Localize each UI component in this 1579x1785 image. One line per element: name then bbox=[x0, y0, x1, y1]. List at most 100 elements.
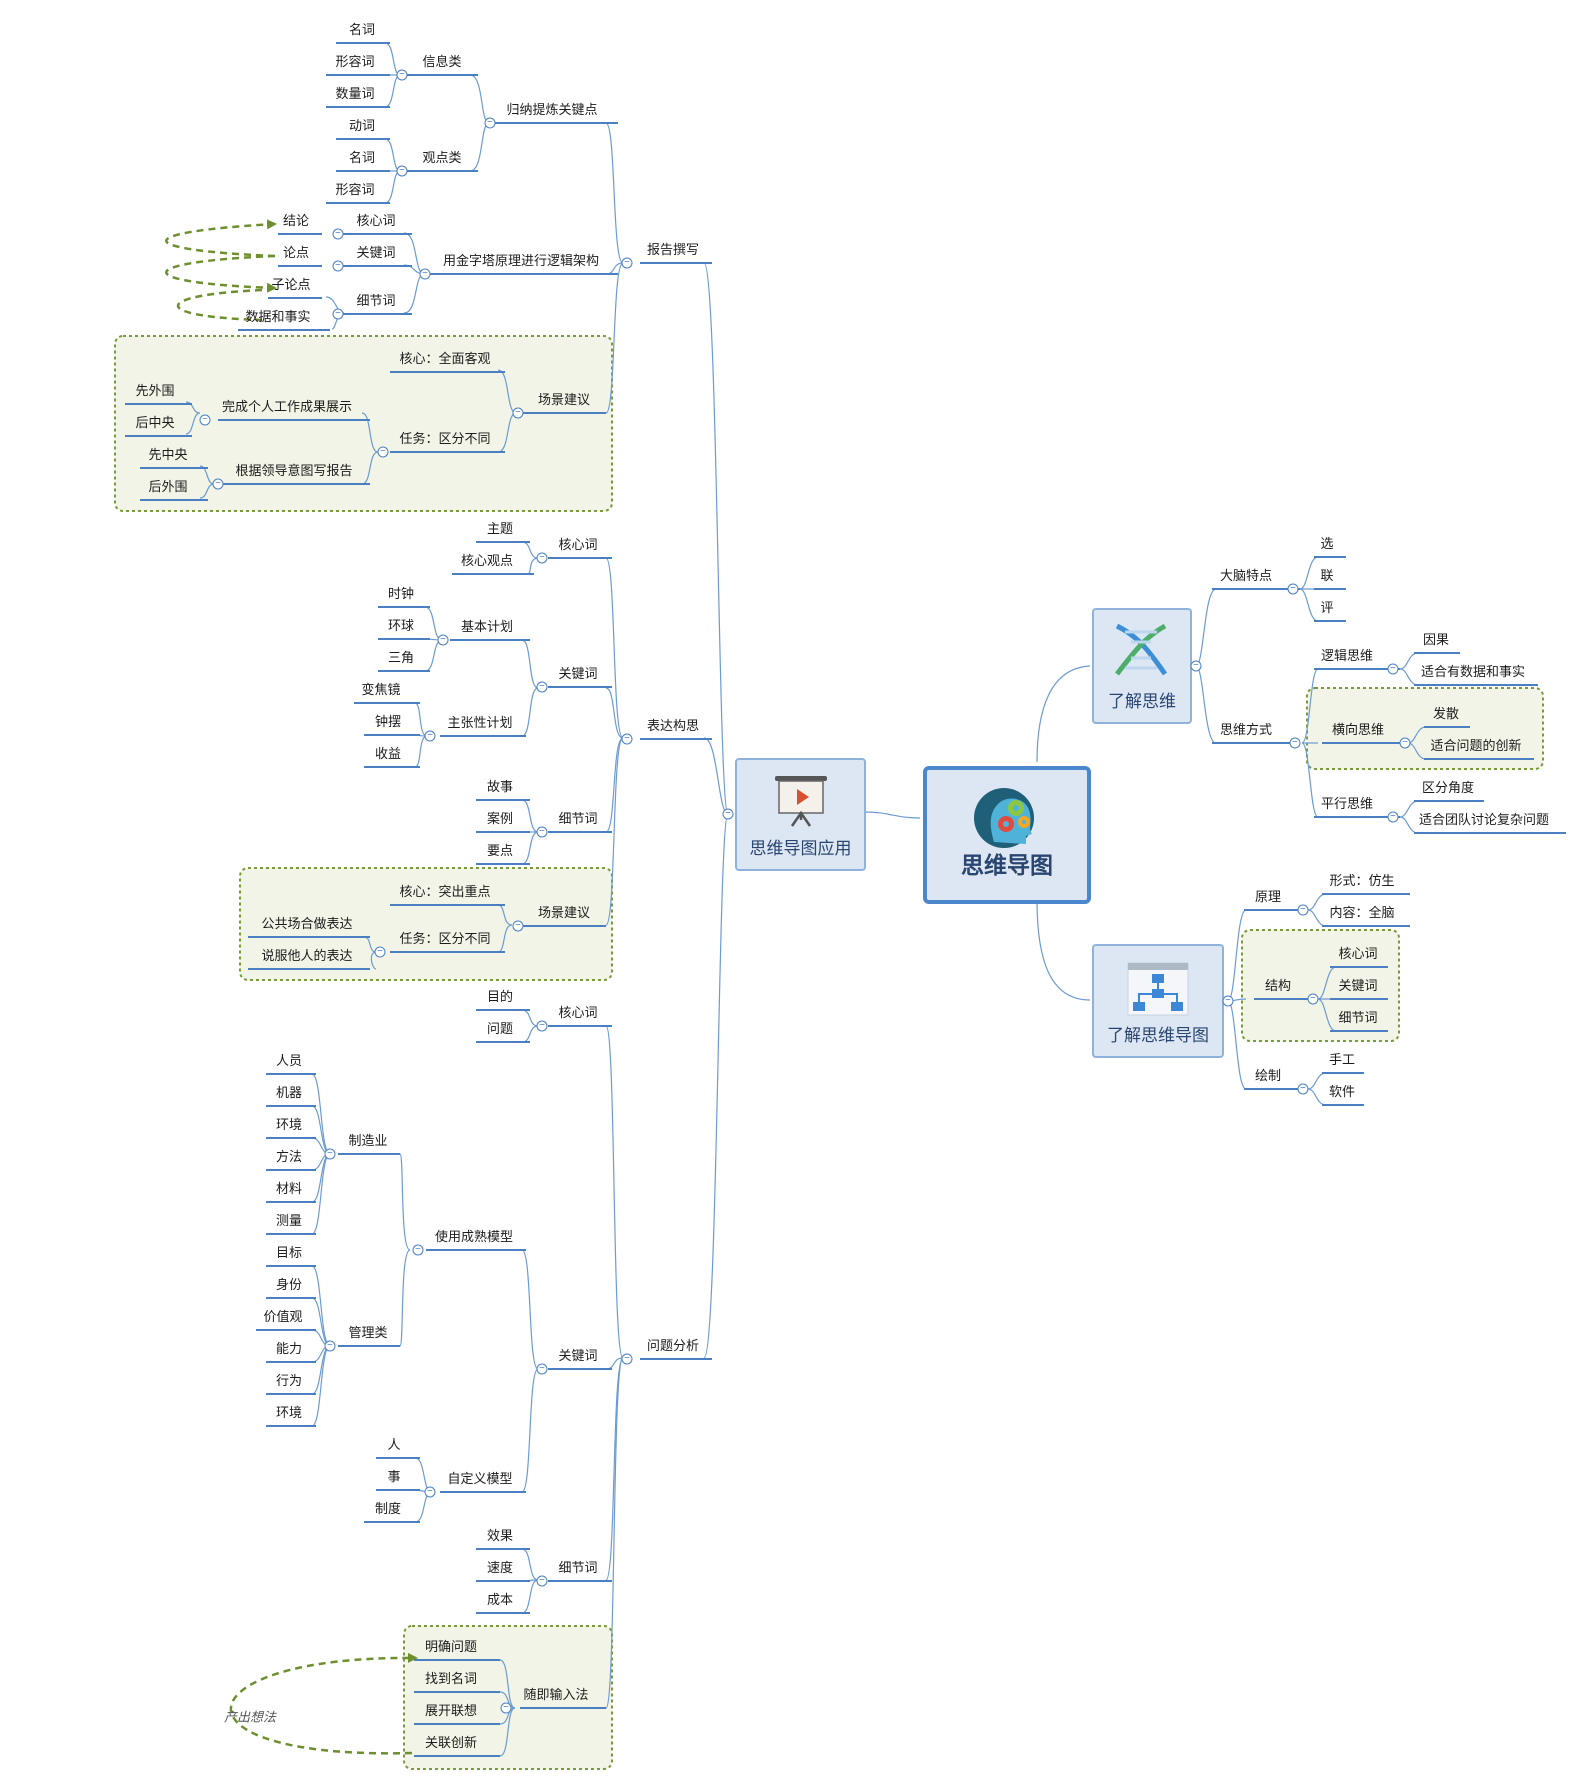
leaf-data-facts[interactable]: 数据和事实 bbox=[245, 310, 311, 325]
leaf-point[interactable]: 论点 bbox=[282, 246, 310, 261]
leaf-data-suited[interactable]: 适合有数据和事实 bbox=[1420, 665, 1526, 680]
topic-info[interactable]: 信息类 bbox=[422, 55, 462, 70]
topic-thinking-modes-collapse-toggle[interactable]: − bbox=[1289, 737, 1301, 749]
topic-express-detail-collapse-toggle[interactable]: − bbox=[536, 826, 548, 838]
leaf-associate[interactable]: 展开联想 bbox=[424, 1704, 478, 1719]
leaf-identity[interactable]: 身份 bbox=[275, 1278, 303, 1293]
understand-mindmap-collapse-toggle[interactable]: − bbox=[1222, 995, 1234, 1007]
topic-management-collapse-toggle[interactable]: − bbox=[324, 1340, 336, 1352]
topic-random-input-collapse-toggle[interactable]: − bbox=[500, 1702, 512, 1714]
leaf-team-discussion[interactable]: 适合团队讨论复杂问题 bbox=[1418, 813, 1550, 828]
topic-pyramid[interactable]: 用金字塔原理进行逻辑架构 bbox=[442, 254, 600, 269]
leaf-noun[interactable]: 名词 bbox=[348, 23, 376, 38]
leaf-subpoint[interactable]: 子论点 bbox=[271, 278, 311, 293]
leaf-method[interactable]: 方法 bbox=[275, 1150, 303, 1165]
leaf-environment-2[interactable]: 环境 bbox=[275, 1406, 303, 1421]
main-topic-understand-thinking[interactable]: 了解思维 bbox=[1092, 608, 1192, 724]
application-collapse-toggle[interactable]: − bbox=[722, 808, 734, 820]
leaf-angle-split[interactable]: 区分角度 bbox=[1421, 781, 1475, 796]
leaf-purpose[interactable]: 目的 bbox=[486, 990, 514, 1005]
topic-scene-report[interactable]: 场景建议 bbox=[537, 393, 591, 408]
topic-info-collapse-toggle[interactable]: − bbox=[396, 69, 408, 81]
topic-lateral-thinking[interactable]: 横向思维 bbox=[1331, 723, 1385, 738]
topic-logical-thinking[interactable]: 逻辑思维 bbox=[1320, 649, 1374, 664]
topic-structure-collapse-toggle[interactable]: − bbox=[1307, 993, 1319, 1005]
topic-basic-plan[interactable]: 基本计划 bbox=[460, 620, 514, 635]
leaf-machine[interactable]: 机器 bbox=[275, 1086, 303, 1101]
topic-brain-traits[interactable]: 大脑特点 bbox=[1219, 569, 1273, 584]
topic-manufacturing[interactable]: 制造业 bbox=[348, 1134, 388, 1149]
leaf-center-first[interactable]: 先中央 bbox=[148, 448, 188, 463]
topic-problem[interactable]: 问题分析 bbox=[646, 1339, 700, 1354]
leaf-system[interactable]: 制度 bbox=[374, 1502, 402, 1517]
leaf-values[interactable]: 价值观 bbox=[263, 1310, 303, 1325]
leaf-globe[interactable]: 环球 bbox=[387, 619, 415, 634]
leaf-quantifier[interactable]: 数量词 bbox=[335, 87, 375, 102]
topic-assertive-plan-collapse-toggle[interactable]: − bbox=[424, 730, 436, 742]
topic-summarize[interactable]: 归纳提炼关键点 bbox=[506, 103, 598, 118]
leaf-adjective[interactable]: 形容词 bbox=[335, 55, 375, 70]
topic-express-detail[interactable]: 细节词 bbox=[558, 812, 598, 827]
topic-core-word[interactable]: 核心词 bbox=[356, 214, 396, 229]
topic-task-express[interactable]: 任务：区分不同 bbox=[399, 932, 491, 947]
leaf-core-highlight[interactable]: 核心：突出重点 bbox=[399, 885, 491, 900]
leaf-effect[interactable]: 效果 bbox=[486, 1529, 514, 1544]
topic-mature-model-collapse-toggle[interactable]: − bbox=[412, 1244, 424, 1256]
topic-structure[interactable]: 结构 bbox=[1264, 979, 1292, 994]
topic-express-key[interactable]: 关键词 bbox=[558, 667, 598, 682]
topic-express-core-collapse-toggle[interactable]: − bbox=[536, 552, 548, 564]
leaf-key-points[interactable]: 要点 bbox=[486, 844, 514, 859]
leaf-triangle[interactable]: 三角 bbox=[387, 651, 415, 666]
topic-draw[interactable]: 绘制 bbox=[1254, 1069, 1282, 1084]
main-topic-application[interactable]: 思维导图应用 bbox=[735, 758, 866, 871]
leaf-person[interactable]: 人 bbox=[387, 1438, 401, 1453]
leaf-clock[interactable]: 时钟 bbox=[387, 587, 415, 602]
leaf-innovate[interactable]: 关联创新 bbox=[424, 1736, 478, 1751]
topic-express-collapse-toggle[interactable]: − bbox=[621, 733, 633, 745]
leaf-cause-effect[interactable]: 因果 bbox=[1422, 633, 1450, 648]
leaf-select[interactable]: 选 bbox=[1320, 537, 1334, 552]
leaf-conclusion[interactable]: 结论 bbox=[282, 214, 310, 229]
leaf-content-brain[interactable]: 内容：全脑 bbox=[1329, 906, 1395, 921]
topic-draw-collapse-toggle[interactable]: − bbox=[1297, 1083, 1309, 1095]
topic-lateral-thinking-collapse-toggle[interactable]: − bbox=[1399, 737, 1411, 749]
topic-task-report[interactable]: 任务：区分不同 bbox=[399, 432, 491, 447]
leaf-event[interactable]: 事 bbox=[387, 1470, 401, 1485]
topic-task-report-collapse-toggle[interactable]: − bbox=[377, 446, 389, 458]
leaf-software[interactable]: 软件 bbox=[1328, 1085, 1356, 1100]
topic-scene-report-collapse-toggle[interactable]: − bbox=[512, 407, 524, 419]
topic-brain-traits-collapse-toggle[interactable]: − bbox=[1287, 583, 1299, 595]
topic-core-word-collapse-toggle[interactable]: − bbox=[332, 228, 344, 240]
topic-custom-model[interactable]: 自定义模型 bbox=[447, 1472, 513, 1487]
leaf-evaluate[interactable]: 评 bbox=[1320, 601, 1334, 616]
understand-thinking-collapse-toggle[interactable]: − bbox=[1190, 660, 1202, 672]
leaf-core-word-2[interactable]: 核心词 bbox=[1338, 947, 1378, 962]
leaf-outer-first[interactable]: 先外围 bbox=[135, 384, 175, 399]
leaf-detail-word-2[interactable]: 细节词 bbox=[1338, 1011, 1378, 1026]
leaf-innovation-suited[interactable]: 适合问题的创新 bbox=[1430, 739, 1522, 754]
topic-personal-results-collapse-toggle[interactable]: − bbox=[199, 414, 211, 426]
leaf-divergent[interactable]: 发散 bbox=[1432, 707, 1460, 722]
leaf-public-speaking[interactable]: 公共场合做表达 bbox=[261, 917, 353, 932]
leaf-pendulum[interactable]: 钟摆 bbox=[374, 715, 402, 730]
topic-problem-core[interactable]: 核心词 bbox=[558, 1006, 598, 1021]
leaf-story[interactable]: 故事 bbox=[486, 780, 514, 795]
leaf-revenue[interactable]: 收益 bbox=[374, 747, 402, 762]
leaf-behavior[interactable]: 行为 bbox=[275, 1374, 303, 1389]
topic-problem-detail[interactable]: 细节词 bbox=[558, 1561, 598, 1576]
main-topic-understand-mindmap[interactable]: 了解思维导图 bbox=[1092, 944, 1224, 1058]
leaf-noun-2[interactable]: 名词 bbox=[348, 151, 376, 166]
topic-management[interactable]: 管理类 bbox=[348, 1326, 388, 1341]
topic-logical-thinking-collapse-toggle[interactable]: − bbox=[1387, 663, 1399, 675]
leaf-speed[interactable]: 速度 bbox=[486, 1561, 514, 1576]
topic-express-key-collapse-toggle[interactable]: − bbox=[536, 681, 548, 693]
leaf-core-view[interactable]: 核心观点 bbox=[460, 554, 514, 569]
topic-random-input[interactable]: 随即输入法 bbox=[523, 1688, 589, 1703]
leaf-define-problem[interactable]: 明确问题 bbox=[424, 1640, 478, 1655]
topic-report-collapse-toggle[interactable]: − bbox=[621, 257, 633, 269]
leaf-form-bionic[interactable]: 形式：仿生 bbox=[1329, 874, 1395, 889]
leaf-key-word-2[interactable]: 关键词 bbox=[1338, 979, 1378, 994]
leaf-outer-later[interactable]: 后外围 bbox=[148, 480, 188, 495]
topic-custom-model-collapse-toggle[interactable]: − bbox=[424, 1486, 436, 1498]
topic-pyramid-collapse-toggle[interactable]: − bbox=[419, 268, 431, 280]
